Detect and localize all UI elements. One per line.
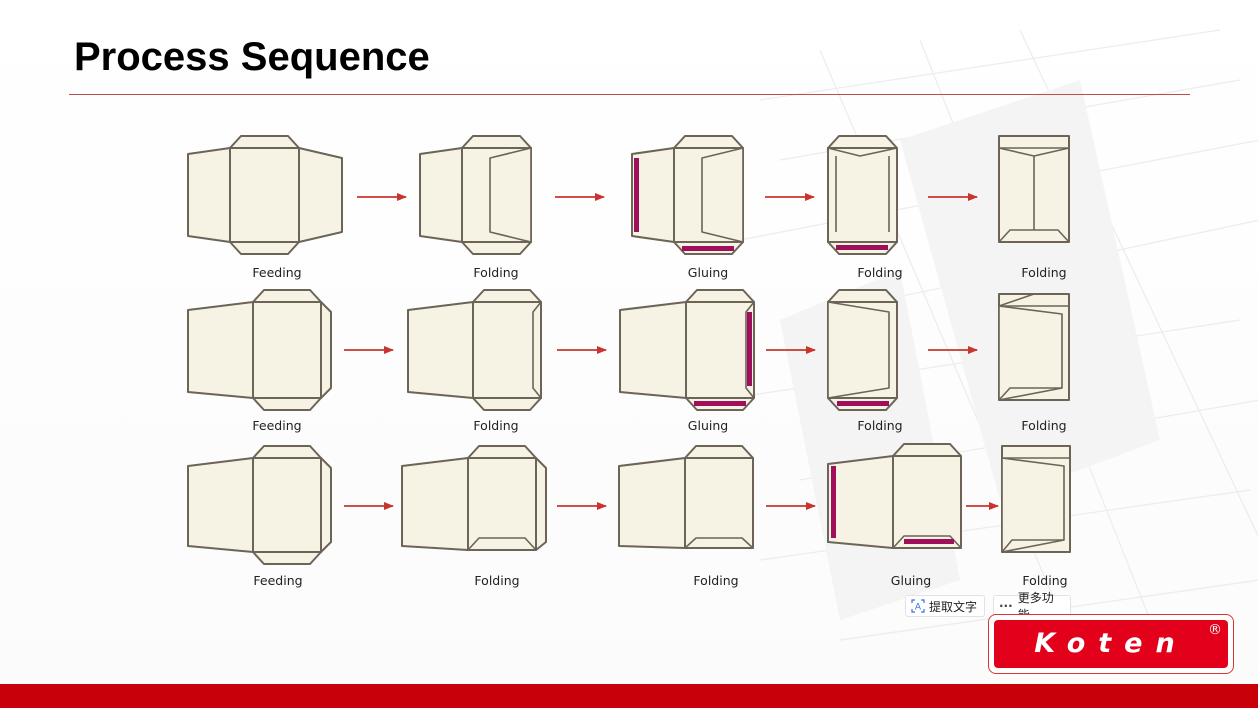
step-label: Feeding: [253, 573, 302, 588]
step-label: Feeding: [252, 418, 301, 433]
title-divider: [69, 94, 1190, 95]
more-dots-icon: ···: [999, 599, 1013, 613]
logo-wordmark: Koten: [1034, 628, 1188, 659]
logo-badge: Koten ®: [994, 620, 1228, 668]
step-label: Folding: [474, 573, 519, 588]
step-label: Folding: [1021, 265, 1066, 280]
step-label: Folding: [857, 418, 902, 433]
glue-strip: [836, 245, 888, 250]
envelope-folded-r3s5: [1001, 445, 1071, 553]
envelope-folded-r3s3: [618, 445, 754, 549]
registered-mark: ®: [1208, 622, 1222, 638]
step-label: Folding: [857, 265, 902, 280]
step-label: Folding: [1021, 418, 1066, 433]
envelope-blank-r2s1: [187, 289, 332, 411]
glue-strip: [634, 158, 639, 232]
envelope-gluing-r2s3: [619, 289, 755, 411]
glue-strip: [831, 466, 836, 538]
envelope-folded-r3s2: [401, 445, 547, 551]
step-label: Folding: [693, 573, 738, 588]
glue-strip: [747, 312, 752, 386]
envelope-folded-r2s5: [998, 293, 1070, 401]
page-title: Process Sequence: [74, 35, 430, 79]
step-label: Gluing: [891, 573, 931, 588]
envelope-folded-r1s2: [419, 135, 532, 255]
glue-strip: [837, 401, 889, 406]
envelope-folded-r1s4: [827, 135, 898, 255]
step-label: Folding: [473, 418, 518, 433]
glue-strip: [694, 401, 746, 406]
envelope-gluing-r3s4: [827, 443, 962, 549]
step-labels: Feeding Folding Gluing Folding Folding F…: [252, 265, 1067, 588]
extract-text-label: 提取文字: [929, 599, 978, 614]
glue-strip: [904, 539, 954, 544]
envelope-blank-r1s1: [187, 135, 343, 255]
step-label: Gluing: [688, 265, 728, 280]
footer-bar: [0, 684, 1258, 708]
envelope-blank-r3s1: [187, 445, 332, 565]
koten-logo: Koten ®: [988, 614, 1234, 674]
text-recognition-icon: A: [911, 599, 925, 613]
extract-text-button[interactable]: A 提取文字: [905, 595, 985, 617]
envelope-folded-r1s5: [998, 135, 1070, 243]
step-label: Folding: [473, 265, 518, 280]
envelope-gluing-r1s3: [631, 135, 744, 255]
step-label: Folding: [1022, 573, 1067, 588]
svg-text:A: A: [915, 603, 922, 613]
step-label: Gluing: [688, 418, 728, 433]
envelope-folded-r2s2: [407, 289, 542, 411]
flow-arrows: [344, 193, 999, 510]
step-label: Feeding: [252, 265, 301, 280]
envelope-folded-r2s4: [827, 289, 898, 411]
glue-strip: [682, 246, 734, 251]
